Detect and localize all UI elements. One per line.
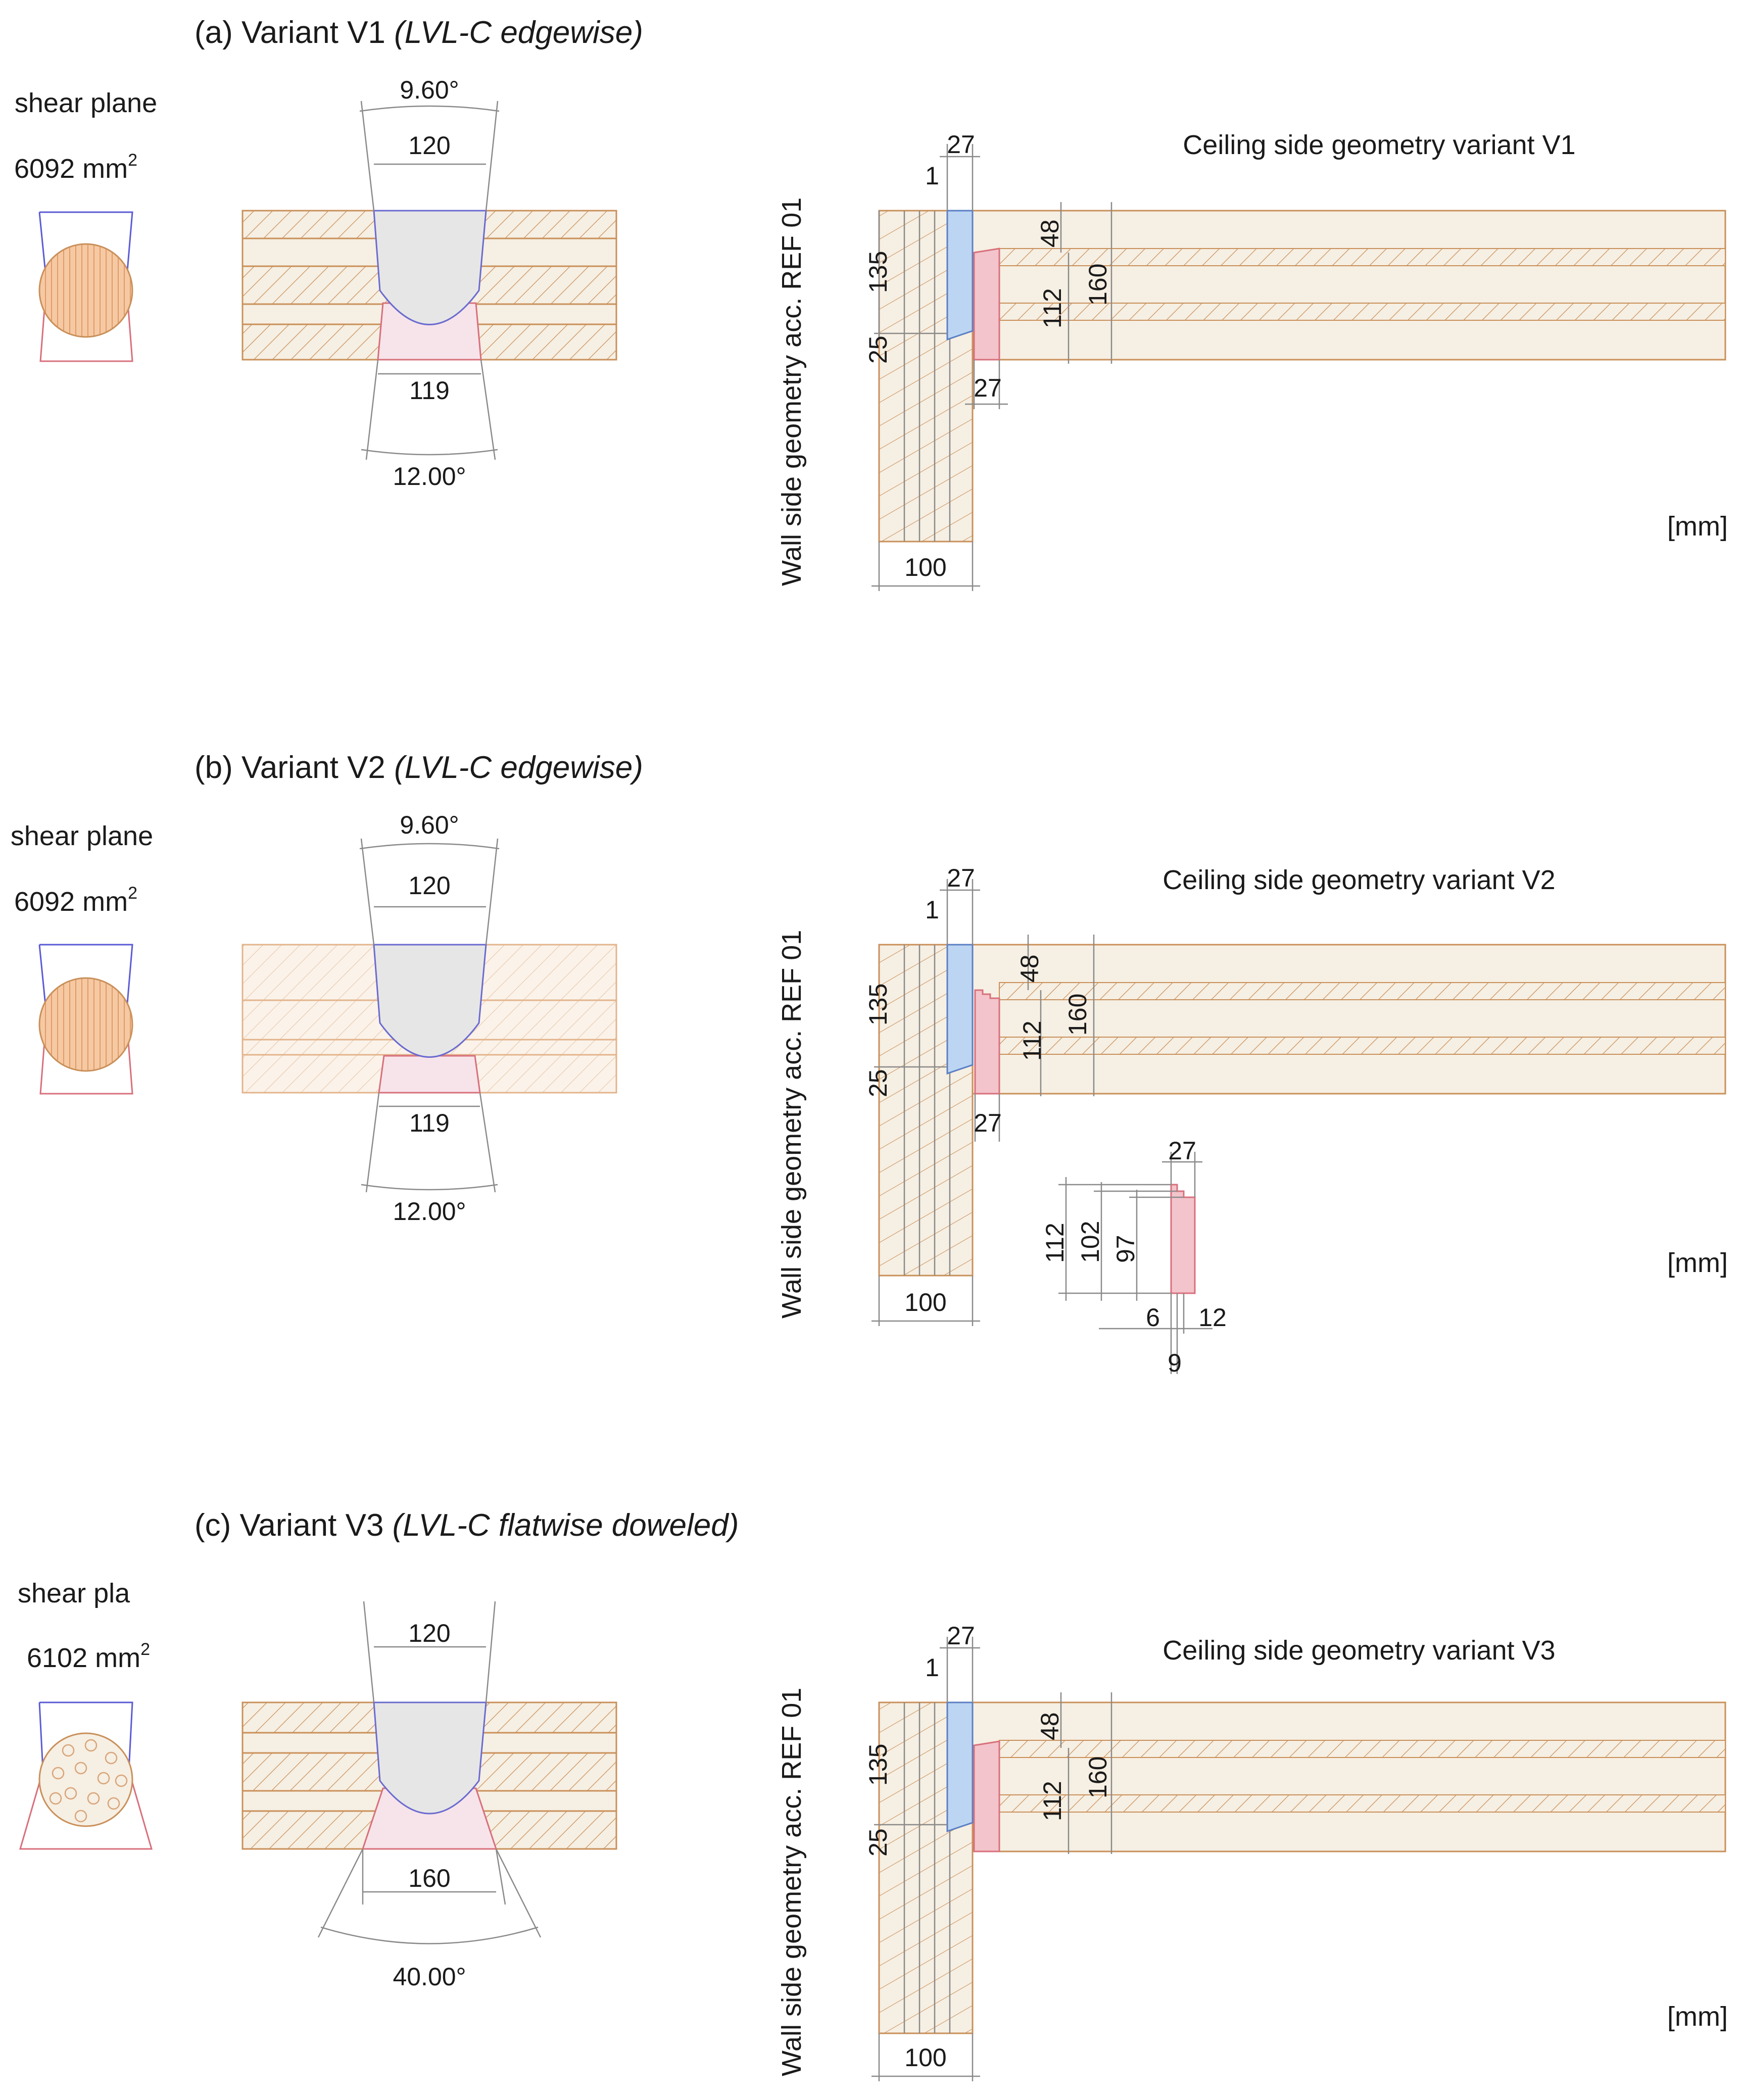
dim-112: 112 — [1038, 1781, 1067, 1821]
angle-top-label: 9.60° — [400, 76, 459, 104]
detail-dim-112: 112 — [1041, 1223, 1069, 1263]
unit-label: [mm] — [1667, 2001, 1728, 2032]
shear-plane-area: 6092 mm2 — [14, 151, 137, 184]
unit-label: [mm] — [1667, 511, 1728, 542]
dim-1: 1 — [925, 162, 939, 190]
panel-a-title: (a) Variant V1 (LVL-C edgewise) — [195, 15, 643, 50]
angle-bottom-label: 12.00° — [393, 1197, 466, 1226]
panel-b-detail: 27 112 102 97 6 12 9 — [1041, 1137, 1227, 1377]
panel-c-joint-geometry: Ceiling side geometry variant V3 Wall si… — [777, 1622, 1728, 2081]
wall-side-label: Wall side geometry acc. REF 01 — [777, 198, 807, 586]
panel-a: (a) Variant V1 (LVL-C edgewise) shear pl… — [14, 15, 1728, 591]
shear-plane-area: 6102 mm2 — [27, 1640, 150, 1673]
detail-dim-27: 27 — [1168, 1137, 1196, 1165]
dowel-circles — [49, 1739, 128, 1823]
panel-c-shear-plane: shear pla 6102 mm2 — [18, 1578, 153, 1850]
shear-plane-section — [38, 1732, 133, 1827]
dim-25: 25 — [864, 1828, 892, 1857]
panel-b-title: (b) Variant V2 (LVL-C edgewise) — [195, 750, 643, 785]
panel-b-connector-section: 9.60° 120 119 12.00° — [241, 811, 617, 1226]
dim-100: 100 — [904, 1288, 946, 1316]
dim-112: 112 — [1018, 1020, 1046, 1061]
dim-135: 135 — [864, 251, 892, 293]
ceiling-side-label: Ceiling side geometry variant V1 — [1183, 130, 1575, 160]
panel-a-connector-section: 9.60° 120 119 12.00° — [241, 76, 617, 491]
dim-25: 25 — [864, 335, 892, 364]
detail-dim-102: 102 — [1076, 1221, 1104, 1263]
dim-48: 48 — [1036, 1712, 1064, 1740]
dim-160: 160 — [1084, 264, 1112, 306]
dim-100: 100 — [904, 553, 946, 581]
dim-27-top: 27 — [947, 130, 975, 159]
detail-dim-97: 97 — [1111, 1235, 1140, 1263]
ceiling-side-label: Ceiling side geometry variant V3 — [1162, 1635, 1555, 1666]
dim-135: 135 — [864, 984, 892, 1025]
shear-plane-label: shear plane — [15, 88, 157, 118]
detail-dim-9: 9 — [1168, 1349, 1182, 1377]
shear-plane-section — [38, 243, 133, 338]
detail-dim-6: 6 — [1146, 1303, 1160, 1332]
width-top-label: 120 — [408, 1619, 450, 1647]
width-top-label: 120 — [408, 871, 450, 900]
panel-b: (b) Variant V2 (LVL-C edgewise) shear pl… — [11, 750, 1728, 1377]
detail-dim-12: 12 — [1198, 1303, 1227, 1332]
panel-a-joint-geometry: Ceiling side geometry variant V1 Wall si… — [777, 130, 1728, 591]
panel-c-connector-section: 120 160 40.00° — [241, 1601, 617, 1991]
dim-1: 1 — [925, 896, 939, 924]
width-bottom-label: 119 — [409, 1109, 450, 1137]
dim-160: 160 — [1084, 1756, 1112, 1798]
width-top-label: 120 — [408, 131, 450, 160]
dim-135: 135 — [864, 1744, 892, 1786]
panel-c-title: (c) Variant V3 (LVL-C flatwise doweled) — [195, 1508, 739, 1543]
dim-27-bottom: 27 — [974, 1109, 1002, 1137]
panel-b-joint-geometry: Ceiling side geometry variant V2 Wall si… — [777, 864, 1728, 1377]
panel-c: (c) Variant V3 (LVL-C flatwise doweled) … — [18, 1508, 1728, 2081]
dim-25: 25 — [864, 1069, 892, 1097]
width-bottom-label: 119 — [409, 376, 450, 405]
dim-48: 48 — [1036, 219, 1064, 248]
dim-48: 48 — [1015, 954, 1044, 983]
angle-bottom-label: 40.00° — [393, 1963, 466, 1991]
dim-1: 1 — [925, 1653, 939, 1682]
ceiling-side-label: Ceiling side geometry variant V2 — [1162, 865, 1555, 895]
wall-side-label: Wall side geometry acc. REF 01 — [777, 1688, 807, 2076]
angle-top-label: 9.60° — [400, 811, 459, 839]
panel-b-shear-plane: shear plane 6092 mm2 — [11, 821, 153, 1095]
dim-27-top: 27 — [947, 1622, 975, 1650]
dim-27-bottom: 27 — [974, 374, 1002, 402]
shear-plane-area: 6092 mm2 — [14, 884, 137, 917]
shear-plane-label: shear pla — [18, 1578, 130, 1608]
width-bottom-label: 160 — [408, 1864, 450, 1892]
dim-27-top: 27 — [947, 864, 975, 892]
shear-plane-label: shear plane — [11, 821, 153, 851]
angle-bottom-label: 12.00° — [393, 462, 466, 491]
dim-112: 112 — [1038, 288, 1067, 328]
shear-plane-section — [38, 977, 133, 1072]
dim-100: 100 — [904, 2043, 946, 2072]
wall-side-label: Wall side geometry acc. REF 01 — [777, 930, 807, 1318]
unit-label: [mm] — [1667, 1248, 1728, 1278]
dim-160: 160 — [1063, 994, 1092, 1036]
panel-a-shear-plane: shear plane 6092 mm2 — [14, 88, 157, 362]
